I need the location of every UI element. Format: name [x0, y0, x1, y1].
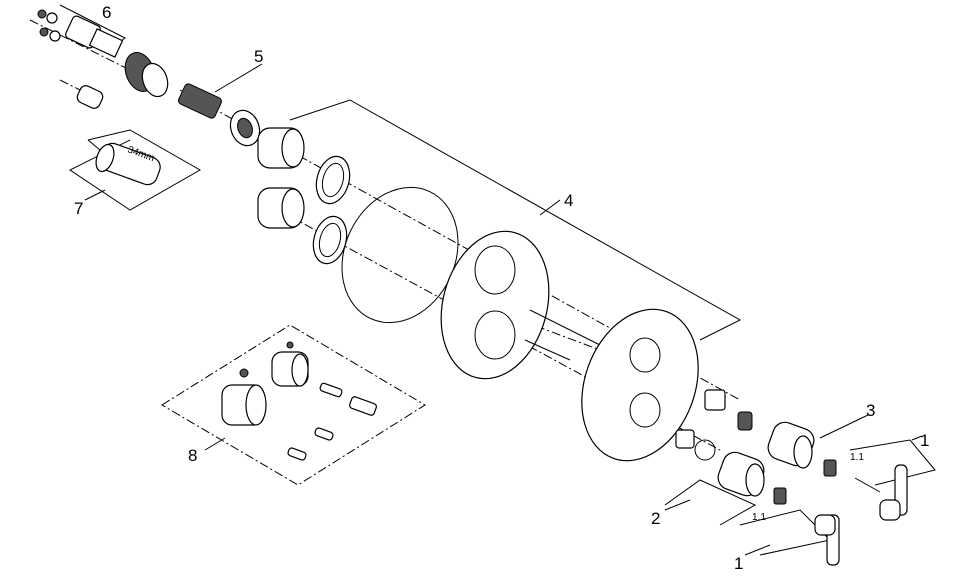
part-3-handle — [704, 389, 869, 477]
part-2-handle — [664, 429, 787, 526]
callout-5: 5 — [254, 47, 263, 66]
callout-3: 3 — [866, 401, 875, 420]
callout-1-upper: 1 — [920, 431, 929, 450]
callout-6: 6 — [102, 3, 111, 22]
callout-7: 7 — [74, 199, 83, 218]
callout-1.1-upper: 1.1 — [850, 452, 864, 463]
callout-4: 4 — [564, 191, 573, 210]
part-group-8-box — [161, 324, 426, 486]
part-1-lever-upper — [849, 435, 936, 521]
callout-1-lower: 1 — [734, 554, 743, 573]
part-7-box: 34mm — [69, 129, 202, 211]
callout-8: 8 — [188, 446, 197, 465]
callout-2: 2 — [651, 509, 660, 528]
part-5-cartridge — [178, 63, 263, 147]
callout-1.1-lower: 1.1 — [752, 512, 766, 523]
part-group-6 — [37, 4, 169, 109]
sleeves-and-rings — [257, 127, 351, 265]
part-group-4-bracket — [289, 99, 742, 462]
part-1-lever-lower — [739, 509, 840, 566]
